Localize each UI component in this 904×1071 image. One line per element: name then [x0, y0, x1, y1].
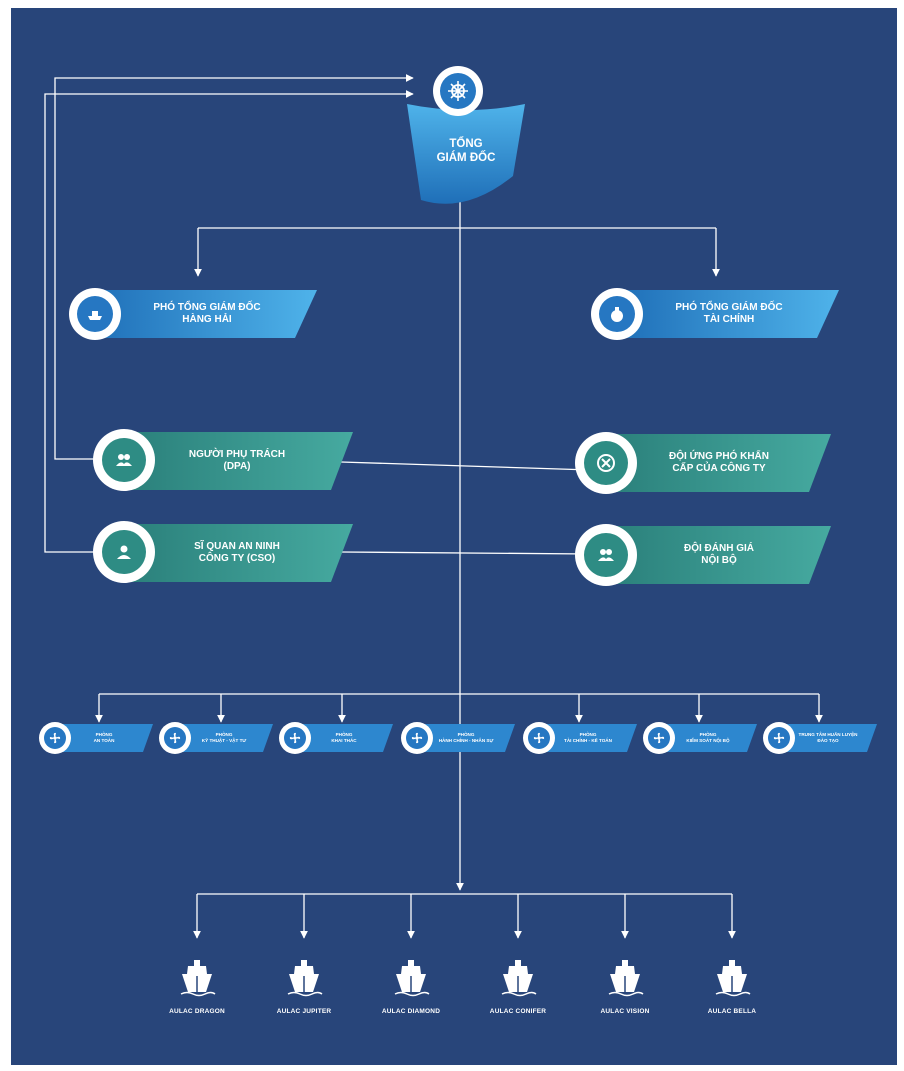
dpa-line1: NGƯỜI PHỤ TRÁCH: [188, 448, 286, 460]
ceo-ring: [433, 66, 483, 116]
audit-team-node: ĐỘI ĐÁNH GIÁ NỘI BỘ: [603, 526, 831, 584]
department-ring: [39, 722, 71, 754]
connector-lines: [44, 74, 823, 939]
department-plate: [777, 724, 877, 752]
department-line2: AN TOÀN: [93, 738, 115, 743]
audit-team-ring: [575, 524, 637, 586]
department-ring: [643, 722, 675, 754]
department-line1: PHÒNG: [335, 732, 353, 738]
department-node: TRUNG TÂM HUẤN LUYỆN ĐÀO TẠO: [777, 724, 877, 752]
audit-team-plate: [603, 526, 831, 584]
propeller-icon: [773, 732, 785, 744]
deputy-maritime-plate: [91, 290, 317, 338]
org-chart: TỔNG GIÁM ĐỐC PHÓ TỔNG GIÁM ĐỐC HÀNG HẢI: [11, 8, 897, 1065]
department-line2: KHAI THÁC: [331, 738, 357, 743]
emergency-team-ring: [575, 432, 637, 494]
department-line2: HÀNH CHÍNH - NHÂN SỰ: [438, 738, 494, 743]
department-line1: PHÒNG: [215, 732, 233, 738]
ship-icon: [88, 311, 102, 320]
department-line1: PHÒNG: [95, 732, 113, 738]
ship-name: AULAC DIAMOND: [381, 1008, 441, 1015]
cso-ring: [93, 521, 155, 583]
ceo-plate: [407, 104, 525, 204]
people-icon: [598, 549, 614, 561]
ship-name: AULAC JUPITER: [276, 1008, 332, 1015]
propeller-icon: [411, 732, 423, 744]
dpa-ring: [93, 429, 155, 491]
department-node: PHÒNG KỸ THUẬT - VẬT TƯ: [173, 724, 273, 752]
department-ring: [523, 722, 555, 754]
propeller-icon: [169, 732, 181, 744]
cso-line1: SĨ QUAN AN NINH: [194, 540, 280, 552]
department-plate: [657, 724, 757, 752]
emergency-team-plate: [603, 434, 831, 492]
department-line2: KỸ THUẬT - VẬT TƯ: [201, 738, 247, 743]
deputy-finance-node: PHÓ TỔNG GIÁM ĐỐC TÀI CHÍNH: [619, 290, 839, 338]
propeller-icon: [533, 732, 545, 744]
cargo-ship-icon: [287, 960, 323, 997]
cargo-ship-icon: [394, 960, 430, 997]
deputy-maritime-ring: [69, 288, 121, 340]
dpa-node: NGƯỜI PHỤ TRÁCH (DPA): [121, 432, 353, 490]
people-icon: [116, 454, 132, 466]
department-plate: [537, 724, 637, 752]
propeller-icon: [289, 732, 301, 744]
ceo-title-line1: TỔNG: [449, 137, 483, 150]
dpa-line2: (DPA): [223, 461, 251, 472]
deputy-maritime-line1: PHÓ TỔNG GIÁM ĐỐC: [153, 301, 261, 313]
department-plate: [173, 724, 273, 752]
deputy-finance-ring: [591, 288, 643, 340]
department-node: PHÒNG AN TOÀN: [53, 724, 153, 752]
department-line1: PHÒNG: [457, 732, 475, 738]
ship-name: AULAC DRAGON: [169, 1008, 225, 1015]
department-line1: PHÒNG: [579, 732, 597, 738]
ship-name: AULAC BELLA: [707, 1008, 757, 1015]
ship-name: AULAC CONIFER: [489, 1008, 547, 1015]
department-plate: [293, 724, 393, 752]
deputy-maritime-line2: HÀNG HẢI: [182, 314, 232, 325]
cargo-ship-icon: [715, 960, 751, 997]
propeller-icon: [49, 732, 61, 744]
deputy-finance-plate: [619, 290, 839, 338]
emergency-team-line1: ĐỘI ỨNG PHÓ KHẨN: [669, 450, 769, 462]
officer-icon: [117, 545, 131, 559]
cargo-ship-icon: [180, 960, 216, 997]
department-ring: [401, 722, 433, 754]
department-line1: PHÒNG: [699, 732, 717, 738]
ceo-title-line2: GIÁM ĐỐC: [436, 152, 496, 164]
department-plate: [415, 724, 515, 752]
deputy-maritime-node: PHÓ TỔNG GIÁM ĐỐC HÀNG HẢI: [91, 290, 317, 338]
department-ring: [159, 722, 191, 754]
cargo-ship-icon: [501, 960, 537, 997]
cso-line2: CÔNG TY (CSO): [198, 553, 276, 564]
deputy-finance-line1: PHÓ TỔNG GIÁM ĐỐC: [675, 301, 783, 313]
dpa-plate: [121, 432, 353, 490]
department-line2: KIỂM SOÁT NỘI BỘ: [686, 738, 730, 743]
ceo-node: TỔNG GIÁM ĐỐC: [407, 104, 525, 204]
cargo-ship-icon: [608, 960, 644, 997]
money-bag-icon: [611, 307, 623, 322]
department-line1: TRUNG TÂM HUẤN LUYỆN: [798, 732, 858, 738]
deputy-finance-line2: TÀI CHÍNH: [703, 314, 755, 325]
department-line2: ĐÀO TẠO: [817, 738, 839, 743]
audit-team-line1: ĐỘI ĐÁNH GIÁ: [684, 542, 754, 554]
department-ring: [279, 722, 311, 754]
emergency-team-node: ĐỘI ỨNG PHÓ KHẨN CẤP CỦA CÔNG TY: [603, 434, 831, 492]
emergency-team-line2: CẤP CỦA CÔNG TY: [672, 463, 766, 474]
cso-plate: [121, 524, 353, 582]
cso-node: SĨ QUAN AN NINH CÔNG TY (CSO): [121, 524, 353, 582]
department-line2: TÀI CHÍNH - KẾ TOÁN: [564, 738, 612, 743]
department-ring: [763, 722, 795, 754]
department-plate: [53, 724, 153, 752]
audit-team-line2: NỘI BỘ: [701, 555, 737, 566]
department-node: PHÒNG KIỂM SOÁT NỘI BỘ: [657, 724, 757, 752]
department-node: PHÒNG KHAI THÁC: [293, 724, 393, 752]
propeller-icon: [653, 732, 665, 744]
department-node: PHÒNG HÀNH CHÍNH - NHÂN SỰ: [415, 724, 515, 752]
ship-wheel-icon: [448, 81, 468, 101]
ship-name: AULAC VISION: [600, 1008, 650, 1015]
department-node: PHÒNG TÀI CHÍNH - KẾ TOÁN: [537, 724, 637, 752]
cross-circle-icon: [597, 454, 615, 472]
